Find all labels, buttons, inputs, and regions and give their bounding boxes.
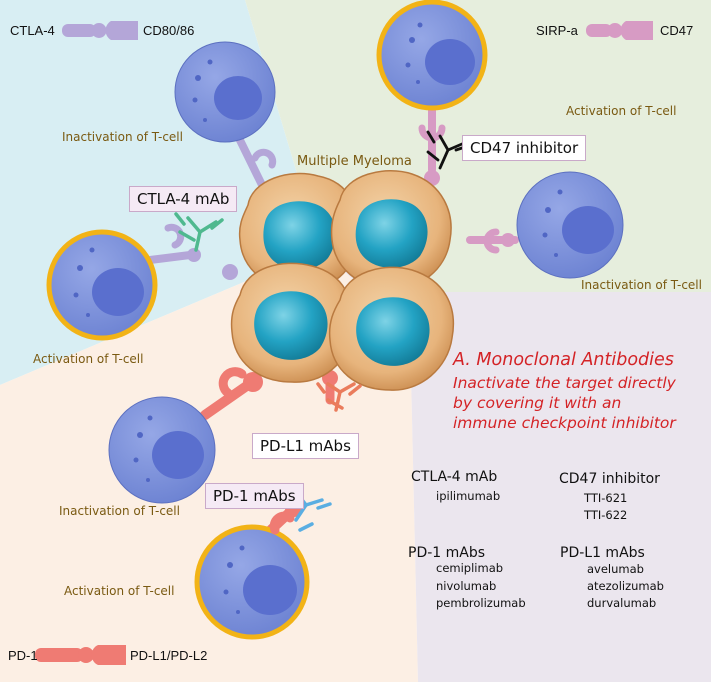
caption-ml-activation: Activation of T-cell <box>33 352 144 366</box>
caption-b-activation: Activation of T-cell <box>64 584 175 598</box>
legend-pd1-label: PD-1 <box>8 648 38 663</box>
legend-cd47-label: CD47 <box>660 23 694 38</box>
legend-pd1-glyph <box>35 645 126 665</box>
title-heading: A. Monoclonal Antibodies <box>453 350 674 370</box>
title-line-2: by covering it with an <box>453 394 622 412</box>
caption-tl-inactivation: Inactivation of T-cell <box>62 130 183 144</box>
drug-cd47-1: TTI-621 <box>584 491 628 505</box>
drug-pdl1-1: avelumab <box>587 562 644 576</box>
drug-pdl1-2: atezolizumab <box>587 579 664 593</box>
label-pdl1-mabs: PD-L1 mAbs <box>252 433 359 459</box>
tcell-middle-left <box>46 229 158 341</box>
drug-pd1-1: cemiplimab <box>436 561 504 575</box>
myeloma-cell-br <box>328 266 454 391</box>
antibody-ctla4 <box>174 212 224 252</box>
legend-cd80-label: CD80/86 <box>143 23 195 38</box>
caption-bl-inactivation: Inactivation of T-cell <box>59 504 180 518</box>
title-line-3: immune checkpoint inhibitor <box>453 414 676 432</box>
tcell-top-right <box>376 0 488 111</box>
connector-mr <box>466 233 519 247</box>
caption-mr-inactivation: Inactivation of T-cell <box>581 278 702 292</box>
tcell-bottom-left <box>108 396 216 504</box>
drug-heading-pdl1: PD-L1 mAbs <box>560 545 645 561</box>
drug-pdl1-3: durvalumab <box>587 596 657 610</box>
drug-heading-pd1: PD-1 mAbs <box>408 545 486 561</box>
drug-pd1-3: pembrolizumab <box>436 596 526 610</box>
section-title: A. Monoclonal Antibodies Inactivate the … <box>453 350 676 433</box>
label-pd1-mabs: PD-1 mAbs <box>205 483 304 509</box>
myeloma-cell-tl <box>238 172 360 291</box>
connector-bl <box>200 372 263 420</box>
label-cd47-inhibitor: CD47 inhibitor <box>462 135 587 161</box>
legend-sirpa-glyph <box>586 21 653 40</box>
caption-myeloma: Multiple Myeloma <box>297 154 412 169</box>
drug-heading-ctla4: CTLA-4 mAb <box>411 469 498 485</box>
label-ctla4-mab: CTLA-4 mAb <box>129 186 238 212</box>
antibody-pdl1 <box>316 382 362 412</box>
legend-sirpa-label: SIRP-a <box>536 23 578 38</box>
tcell-bottom <box>194 524 310 640</box>
legend-pdl-label: PD-L1/PD-L2 <box>130 648 208 663</box>
myeloma-cell-tr <box>330 170 452 289</box>
drug-heading-cd47: CD47 inhibitor <box>559 471 660 487</box>
tcell-top-left <box>174 41 276 143</box>
legend-ctla4-label: CTLA-4 <box>10 23 55 38</box>
drug-pd1-2: nivolumab <box>436 579 497 593</box>
drug-cd47-2: TTI-622 <box>584 508 628 522</box>
title-line-1: Inactivate the target directly <box>453 374 676 392</box>
myeloma-cell-bl <box>230 262 354 383</box>
drug-ctla4-1: ipilimumab <box>436 489 501 503</box>
tcell-middle-right <box>516 171 624 279</box>
caption-tr-activation: Activation of T-cell <box>566 104 677 118</box>
connector-ml <box>146 248 238 280</box>
legend-ctla4-glyph <box>62 21 138 40</box>
